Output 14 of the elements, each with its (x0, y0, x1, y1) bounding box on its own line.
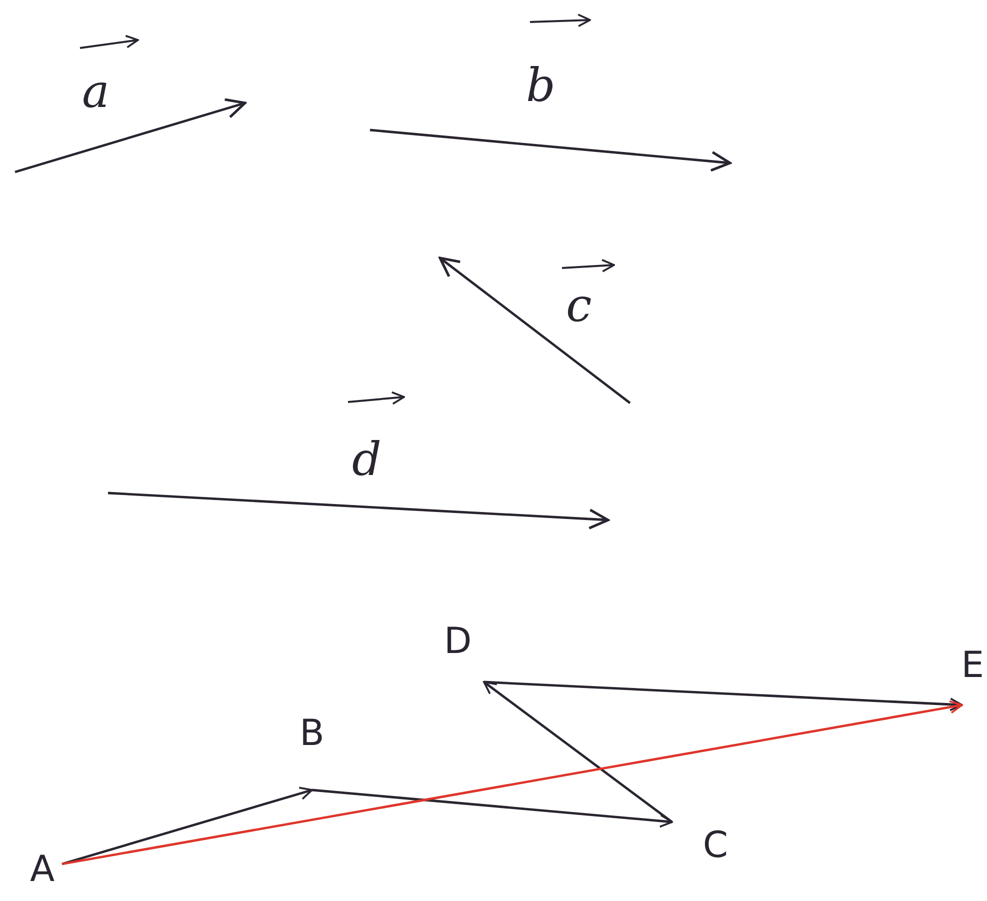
vector-label: b (526, 62, 556, 108)
vector-arrow (62, 786, 313, 866)
vector-label: a (82, 68, 110, 114)
vector-arrow (312, 788, 673, 828)
point-label: D (444, 624, 472, 660)
vector-arrow (483, 681, 673, 823)
vector-label: c (566, 282, 592, 328)
vector-label: d (352, 436, 382, 482)
point-label: C (702, 828, 728, 864)
point-label: E (961, 648, 984, 684)
vector-arrow (62, 700, 963, 866)
point-label: A (30, 852, 55, 888)
vector-arrow (484, 680, 963, 712)
point-label: B (300, 716, 324, 752)
